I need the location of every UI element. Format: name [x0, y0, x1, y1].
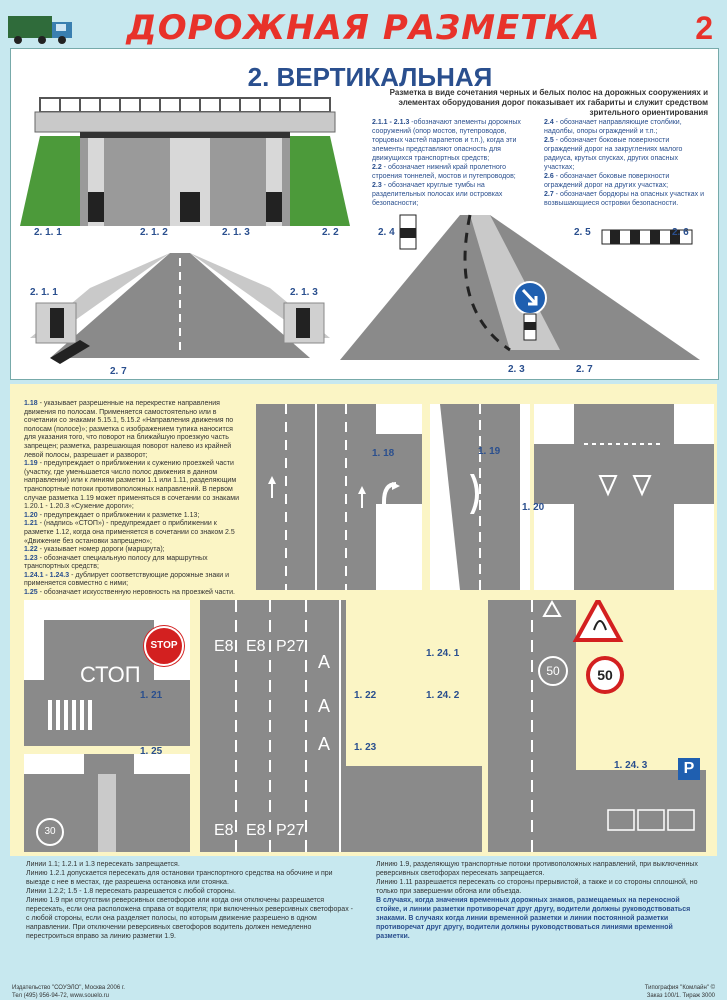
- middle-description: 1.18 - указывает разрешенные на перекрес…: [24, 400, 246, 598]
- footer-publisher: Издательство "СОУЭЛО", Москва 2006 г. Те…: [12, 984, 125, 1000]
- label-2-7-bridge: 2. 7: [110, 366, 127, 377]
- diagram-1-21: [24, 600, 190, 746]
- desc-item: 1.24.1 - 1.24.3 - дублирует соответствую…: [24, 571, 230, 588]
- desc-item: 1.25 - обозначает искусственную неровнос…: [24, 589, 235, 597]
- stop-sign: STOP: [144, 626, 184, 666]
- desc-item: 2.1.1 - 2.1.3 -обозначают элементы дорож…: [372, 119, 521, 162]
- rule-line: Линию 1.11 разрешается пересекать со сто…: [376, 879, 698, 895]
- rule-note: В случаях, когда значения временных доро…: [376, 897, 691, 940]
- label-1-25: 1. 25: [140, 746, 163, 757]
- label-2-6: 2. 6: [672, 227, 689, 238]
- desc-item: 2.3 - обозначает круглые тумбы на раздел…: [372, 182, 503, 207]
- label-2-1-3-bridge: 2. 1. 3: [290, 287, 318, 298]
- stop-marking: СТОП: [80, 662, 141, 687]
- label-1-24-2: 1. 24. 2: [426, 690, 460, 701]
- road-curve-illustration: [340, 214, 700, 360]
- label-1-23: 1. 23: [354, 742, 377, 753]
- desc-item: 2.6 - обозначает боковые поверхности огр…: [544, 173, 670, 189]
- desc-left: 2.1.1 - 2.1.3 -обозначают элементы дорож…: [372, 118, 532, 208]
- section-title: 2. ВЕРТИКАЛЬНАЯ: [247, 62, 493, 92]
- label-2-7-curve: 2. 7: [576, 364, 593, 375]
- label-2-5: 2. 5: [574, 227, 591, 238]
- route-number-4: E8: [214, 822, 234, 839]
- label-1-24-3: 1. 24. 3: [614, 760, 648, 771]
- truck-illustration: [6, 12, 76, 46]
- desc-item: 1.22 - указывает номер дороги (маршрута)…: [24, 546, 165, 554]
- diagram-1-24: [488, 600, 706, 852]
- desc-item: 2.2 - обозначает нижний край пролетного …: [372, 164, 516, 180]
- route-number-6: P27: [276, 822, 305, 839]
- desc-item: 1.19 - предупреждает о приближении к суж…: [24, 460, 240, 511]
- bottom-right-text: Линию 1.9, разделяющую транспортные пото…: [376, 860, 702, 941]
- bottom-left-text: Линии 1.1; 1.2.1 и 1.3 пересекать запрещ…: [26, 860, 356, 941]
- parking-sign: P: [678, 758, 700, 780]
- rule-line: Линии 1.2.2; 1.5 - 1.8 пересекать разреш…: [26, 888, 236, 895]
- rule-line: Линии 1.1; 1.2.1 и 1.3 пересекать запрещ…: [26, 861, 180, 868]
- bus-lane-letter-2: A: [318, 696, 331, 716]
- label-2-4: 2. 4: [378, 227, 395, 238]
- label-1-19: 1. 19: [478, 446, 501, 457]
- route-number-5: E8: [246, 822, 266, 839]
- route-number-3: P27: [276, 638, 305, 655]
- label-1-20: 1. 20: [522, 502, 545, 513]
- label-2-1-1-bridge: 2. 1. 1: [30, 287, 58, 298]
- label-2-1-3: 2. 1. 3: [222, 227, 250, 238]
- desc-item: 1.20 - предупреждает о приближении к раз…: [24, 511, 200, 519]
- overpass-illustration: [20, 97, 350, 226]
- desc-item: 1.21 - (надпись «СТОП») - предупреждает …: [24, 520, 235, 545]
- desc-item: 2.7 - обозначает бордюры на опасных учас…: [544, 191, 705, 207]
- label-2-3: 2. 3: [508, 364, 525, 375]
- rule-line: Линию 1.9 при отсутствии реверсивных све…: [26, 897, 353, 940]
- route-number-2: E8: [246, 638, 266, 655]
- desc-item: 2.4 - обозначает направляющие столбики, …: [544, 119, 682, 135]
- section-intro: Разметка в виде сочетания черных и белых…: [389, 88, 708, 117]
- label-2-2: 2. 2: [322, 227, 339, 238]
- rule-line: Линию 1.2.1 допускается пересекать для о…: [26, 870, 333, 886]
- label-2-1-2: 2. 1. 2: [140, 227, 168, 238]
- speed-marking-50: 50: [538, 656, 568, 686]
- bus-lane-letter-3: A: [318, 734, 331, 754]
- desc-right: 2.4 - обозначает направляющие столбики, …: [544, 118, 704, 208]
- printer-name: Типография "Комлайн" ©: [644, 985, 715, 991]
- desc-item: 1.23 - обозначает специальную полосу для…: [24, 554, 208, 571]
- speed-marking-30: 30: [36, 818, 64, 846]
- rule-line: Линию 1.9, разделяющую транспортные пото…: [376, 861, 698, 877]
- page-number: 2: [695, 10, 713, 46]
- label-1-24-1: 1. 24. 1: [426, 648, 460, 659]
- diagram-1-22-1-23: [200, 600, 482, 852]
- label-2-1-1: 2. 1. 1: [34, 227, 62, 238]
- diagram-1-19: [430, 404, 530, 590]
- label-1-18: 1. 18: [372, 448, 395, 459]
- speed-limit-sign: 50: [586, 656, 624, 694]
- bus-lane-letter-1: A: [318, 652, 331, 672]
- label-1-21: 1. 21: [140, 690, 163, 701]
- diagram-1-20: [534, 404, 714, 590]
- desc-item: 2.5 - обозначает боковые поверхности огр…: [544, 137, 683, 171]
- publisher-contact: Тел (495) 956-94-72, www.souelo.ru: [12, 993, 110, 999]
- label-1-22: 1. 22: [354, 690, 377, 701]
- publisher-name: Издательство "СОУЭЛО", Москва 2006 г.: [12, 985, 125, 991]
- print-order: Заказ 100/1. Тираж 3000: [646, 993, 715, 999]
- route-number-1: E8: [214, 638, 234, 655]
- page-title: ДОРОЖНАЯ РАЗМЕТКА: [126, 8, 601, 48]
- desc-item: 1.18 - указывает разрешенные на перекрес…: [24, 400, 234, 459]
- bridge-illustration: [30, 253, 330, 364]
- diagram-1-18: [256, 404, 422, 590]
- footer-printer: Типография "Комлайн" © Заказ 100/1. Тира…: [645, 984, 715, 1000]
